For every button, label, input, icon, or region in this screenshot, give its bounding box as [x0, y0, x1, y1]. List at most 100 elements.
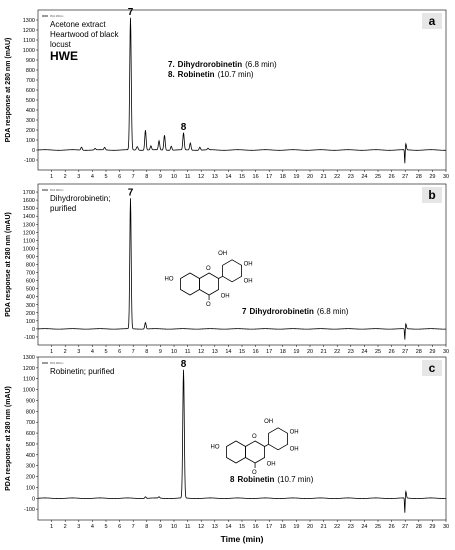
x-tick-label: 4	[91, 524, 94, 530]
x-tick-label: 1	[50, 524, 53, 530]
x-tick-label: 27	[402, 524, 408, 530]
carbonyl-oxygen-label: O	[252, 470, 257, 476]
y-tick-label: 1200	[23, 230, 35, 236]
ho-label: HO	[164, 277, 173, 283]
x-tick-label: 27	[402, 174, 408, 180]
x-tick-label: 13	[212, 349, 218, 355]
bond-link	[264, 443, 269, 447]
x-tick-label: 30	[443, 524, 449, 530]
x-tick-label: 13	[212, 174, 218, 180]
oh-label-b2: OH	[244, 261, 253, 267]
x-tick-label: 18	[280, 524, 286, 530]
x-tick-label: 20	[307, 174, 313, 180]
x-tick-label: 29	[429, 174, 435, 180]
x-tick-label: 23	[348, 349, 354, 355]
x-tick-label: 5	[104, 174, 107, 180]
y-tick-label: 1000	[23, 388, 35, 394]
panel-letter-box	[422, 13, 442, 29]
legend-line: Acetone extract	[50, 20, 106, 29]
oh-label-b2: OH	[290, 429, 299, 435]
compound-rt: (10.7 min)	[277, 475, 313, 484]
annotation-rt: (10.7 min)	[218, 70, 254, 79]
ring-oxygen-label: O	[206, 266, 211, 272]
y-tick-label: 900	[26, 254, 35, 260]
y-tick-label: 1300	[23, 355, 35, 361]
x-tick-label: 6	[118, 174, 121, 180]
annotation-name: Dihydrorobinetin	[178, 60, 243, 69]
chart-panel-a: -100010020030040050060070080090010001100…	[5, 7, 449, 180]
sample-code: HWE	[50, 49, 78, 63]
y-tick-label: 1000	[23, 48, 35, 54]
peak-label-7: 7	[128, 187, 134, 198]
x-tick-label: 22	[334, 349, 340, 355]
legend-key-text: PDA 280nm	[50, 189, 63, 192]
ring-c	[245, 440, 266, 464]
x-tick-label: 2	[64, 524, 67, 530]
ring-a	[180, 272, 200, 296]
x-tick-label: 14	[225, 524, 231, 530]
x-tick-label: 6	[118, 524, 121, 530]
y-tick-label: 0	[32, 148, 35, 154]
x-tick-label: 5	[104, 349, 107, 355]
x-tick-label: 30	[443, 349, 449, 355]
x-tick-label: 15	[239, 524, 245, 530]
y-tick-label: 700	[26, 420, 35, 426]
x-tick-label: 19	[293, 349, 299, 355]
x-tick-label: 23	[348, 524, 354, 530]
x-axis-label: Time (min)	[221, 534, 264, 544]
ho-label: HO	[210, 445, 219, 451]
y-tick-label: 1600	[23, 198, 35, 204]
y-tick-label: -100	[24, 335, 35, 341]
y-tick-label: 0	[32, 327, 35, 333]
y-tick-label: 600	[26, 279, 35, 285]
annotation-rt: (6.8 min)	[245, 60, 277, 69]
legend-key-text: PDA 280nm	[50, 362, 63, 365]
y-tick-label: 400	[26, 295, 35, 301]
panel-letter: b	[428, 188, 435, 202]
chromatogram-trace	[37, 369, 446, 513]
y-axis-label: PDA response at 280 nm (mAU)	[5, 38, 12, 143]
peak-label-8: 8	[181, 359, 187, 370]
annotation-line: 8.Robinetin(10.7 min)	[168, 70, 254, 79]
y-axis-label: PDA response at 280 nm (mAU)	[5, 212, 12, 317]
x-tick-label: 25	[375, 524, 381, 530]
x-tick-label: 28	[416, 174, 422, 180]
y-tick-label: 1100	[23, 377, 35, 383]
y-tick-label: 500	[26, 98, 35, 104]
y-tick-label: 500	[26, 287, 35, 293]
compound-name: Robinetin	[237, 475, 274, 484]
y-tick-label: 900	[26, 398, 35, 404]
x-tick-label: 2	[64, 174, 67, 180]
x-tick-label: 28	[416, 524, 422, 530]
y-tick-label: 1200	[23, 28, 35, 34]
oh-label-3: OH	[221, 294, 230, 300]
y-tick-label: 800	[26, 68, 35, 74]
x-tick-label: 24	[361, 174, 367, 180]
annotation-name: Robinetin	[178, 70, 215, 79]
y-tick-label: 200	[26, 128, 35, 134]
oh-label-b3: OH	[244, 278, 253, 284]
x-tick-label: 26	[389, 174, 395, 180]
x-tick-label: 9	[159, 524, 162, 530]
y-tick-label: 200	[26, 311, 35, 317]
plot-frame	[37, 356, 447, 521]
x-tick-label: 17	[266, 174, 272, 180]
panel-letter: c	[429, 361, 436, 375]
x-tick-label: 11	[185, 524, 191, 530]
x-tick-label: 12	[198, 524, 204, 530]
x-tick-label: 9	[159, 174, 162, 180]
x-tick-label: 7	[132, 174, 135, 180]
x-tick-label: 16	[253, 524, 259, 530]
x-tick-label: 21	[321, 174, 327, 180]
y-tick-label: 700	[26, 78, 35, 84]
x-tick-label: 17	[266, 524, 272, 530]
ring-b	[222, 259, 242, 283]
x-tick-label: 12	[198, 174, 204, 180]
x-tick-label: 15	[239, 174, 245, 180]
x-tick-label: 6	[118, 349, 121, 355]
x-tick-label: 14	[225, 349, 231, 355]
y-tick-label: 1100	[23, 38, 35, 44]
